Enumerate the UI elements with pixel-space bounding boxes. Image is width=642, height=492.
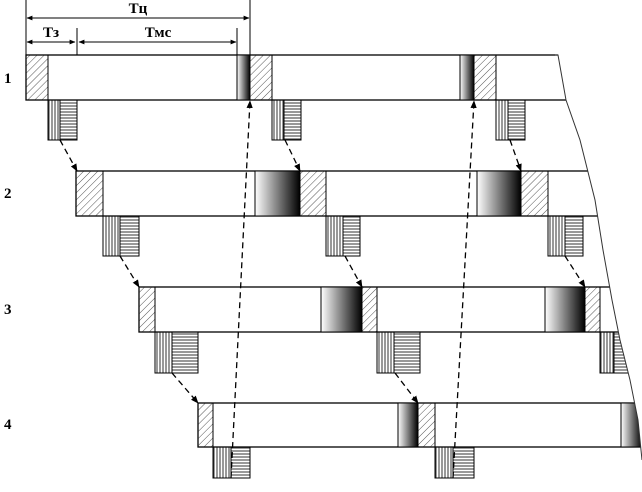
vertical-striped-block [47, 99, 61, 141]
vertical-striped-block [495, 99, 509, 141]
torn-edge [555, 54, 642, 461]
gradient-segment [236, 54, 251, 101]
interstation-time-label: Тмс [145, 25, 172, 41]
hatched-segment [197, 402, 214, 448]
vertical-striped-block [434, 446, 454, 479]
horizontal-striped-block [564, 215, 584, 257]
horizontal-striped-block [171, 331, 199, 374]
row-label-4: 4 [4, 417, 12, 433]
gradient-segment [459, 54, 475, 101]
station-bar-1 [25, 54, 642, 101]
hatched-segment [473, 54, 497, 101]
row-label-1: 1 [4, 71, 12, 87]
hatched-segment [299, 170, 327, 217]
transfer-arrow [344, 255, 363, 288]
transfer-arrow [119, 255, 140, 288]
dimension-annotations [25, 0, 251, 55]
horizontal-striped-block [283, 99, 302, 141]
horizontal-striped-block [342, 215, 361, 257]
horizontal-striped-block [613, 331, 631, 374]
horizontal-striped-block [59, 99, 78, 141]
horizontal-striped-block [393, 331, 421, 374]
hatched-segment [361, 286, 378, 333]
horizontal-striped-block [230, 446, 251, 479]
gradient-segment [254, 170, 301, 217]
station-bar-2 [75, 170, 642, 217]
hatched-segment [249, 54, 273, 101]
vertical-striped-block [154, 331, 173, 374]
wait-time-label: Тз [43, 25, 59, 41]
row-label-2: 2 [4, 186, 12, 202]
horizontal-striped-block [452, 446, 475, 479]
transfer-arrow [59, 139, 78, 172]
transfer-arrow [230, 100, 253, 479]
gradient-segment [476, 170, 522, 217]
vertical-striped-block [599, 331, 615, 374]
horizontal-striped-block [507, 99, 526, 141]
vertical-striped-block [212, 446, 232, 479]
vertical-striped-block [376, 331, 395, 374]
vertical-striped-block [325, 215, 344, 257]
hatched-segment [417, 402, 436, 448]
transfer-arrow [394, 372, 419, 404]
transfer-arrow [284, 139, 301, 172]
hatched-segment [25, 54, 49, 101]
hatched-segment [138, 286, 156, 333]
transfer-arrow [452, 100, 477, 479]
gradient-segment [544, 286, 586, 333]
row-label-3: 3 [4, 302, 12, 318]
transfer-arrow [171, 372, 199, 404]
vertical-striped-block [271, 99, 285, 141]
horizontal-striped-block [119, 215, 140, 257]
cycle-time-label: Тц [129, 1, 148, 17]
vertical-striped-block [547, 215, 566, 257]
vertical-striped-block [102, 215, 121, 257]
transfer-arrow [509, 139, 522, 172]
gradient-segment [397, 402, 419, 448]
transfer-arrow [564, 255, 586, 288]
hatched-segment [75, 170, 104, 217]
gradient-segment [320, 286, 363, 333]
hatched-segment [520, 170, 549, 217]
hatched-segment [584, 286, 601, 333]
